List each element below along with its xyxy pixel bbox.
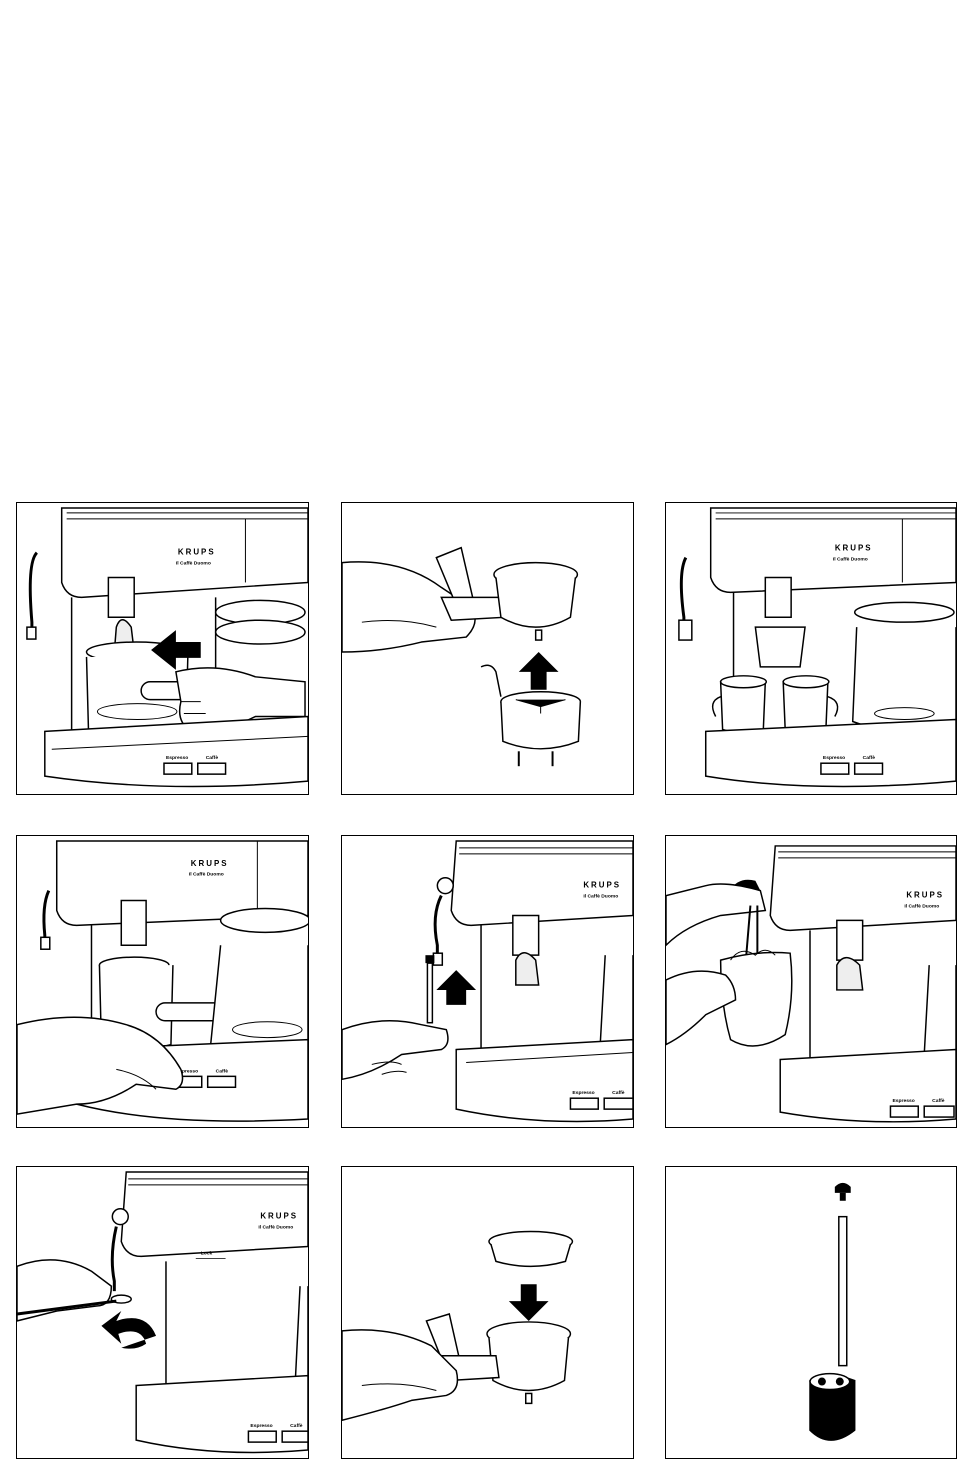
caffe-button [208,1076,236,1087]
espresso-button-label: Espresso [250,1423,272,1429]
brand-label: KRUPS [906,891,944,900]
brand-label: KRUPS [191,859,229,868]
brand-label: KRUPS [260,1212,298,1221]
up-arrow-icon [436,970,476,1005]
rotate-arrow-icon [101,1311,156,1349]
model-label: Il Caffè Duomo [189,872,224,878]
brand-label: KRUPS [178,548,216,557]
froth-milk-illustration: KRUPS Il Caffè Duomo Espresso Caffè [666,836,956,1127]
caffe-button-label: Caffè [216,1068,229,1074]
brand-label: KRUPS [583,881,621,890]
brew-two-cups-illustration: KRUPS Il Caffè Duomo Espresso Caffè [666,503,956,794]
up-arrow-icon [519,652,559,690]
panel-attach-filter-holder: KRUPS Il Caffè Duomo Espresso Caffè [16,502,309,795]
insert-steam-tube-illustration: KRUPS Il Caffè Duomo Espresso Caffè [342,836,633,1127]
model-label: Il Caffè Duomo [833,557,868,563]
steam-tube-parts-illustration [666,1167,956,1458]
panel-insert-steam-tube: KRUPS Il Caffè Duomo Espresso Caffè [341,835,634,1128]
nozzle-tip-icon [835,1183,851,1193]
insert-pod-adapter-illustration [342,1167,633,1458]
caffe-button-label: Caffè [612,1090,625,1096]
caffe-button [282,1431,308,1442]
panel-brew-two-cups: KRUPS Il Caffè Duomo Espresso Caffè [665,502,957,795]
lock-label: Lock [201,1250,213,1256]
model-label: Il Caffè Duomo [904,904,939,910]
espresso-button [821,763,849,774]
panel-steam-tube-parts [665,1166,957,1459]
caffe-button [604,1098,633,1109]
caffe-button-label: Caffè [932,1098,945,1104]
panel-froth-milk: KRUPS Il Caffè Duomo Espresso Caffè [665,835,957,1128]
unscrew-steam-nozzle-illustration: KRUPS Il Caffè Duomo Lock Espresso Caffè [17,1167,308,1458]
espresso-button [164,763,192,774]
model-label: Il Caffè Duomo [583,894,618,900]
down-arrow-icon [509,1284,549,1321]
espresso-button-label: Espresso [572,1090,594,1096]
caffe-button [855,763,883,774]
brand-label: KRUPS [835,544,873,553]
caffe-button-label: Caffè [290,1423,303,1429]
panel-remove-filter-basket [341,502,634,795]
caffe-button-label: Caffè [206,755,219,761]
panel-press-espresso-button: KRUPS Il Caffè Duomo Espresso Caffè [16,835,309,1128]
espresso-button [570,1098,598,1109]
model-label: Il Caffè Duomo [258,1225,293,1231]
panel-unscrew-steam-nozzle: KRUPS Il Caffè Duomo Lock Espresso Caffè [16,1166,309,1459]
espresso-button-label: Espresso [823,755,845,761]
model-label: Il Caffè Duomo [176,561,211,567]
espresso-button [890,1106,918,1117]
caffe-button-label: Caffè [863,755,876,761]
steam-tube-icon [839,1217,847,1366]
panel-insert-pod-adapter [341,1166,634,1459]
espresso-button [248,1431,276,1442]
espresso-button-label: Espresso [892,1098,914,1104]
caffe-button [924,1106,954,1117]
espresso-button-label: Espresso [166,755,188,761]
remove-filter-basket-illustration [342,503,633,794]
caffe-button [198,763,226,774]
attach-filter-holder-illustration: KRUPS Il Caffè Duomo Espresso Caffè [17,503,308,794]
press-espresso-button-illustration: KRUPS Il Caffè Duomo Espresso Caffè [17,836,308,1127]
